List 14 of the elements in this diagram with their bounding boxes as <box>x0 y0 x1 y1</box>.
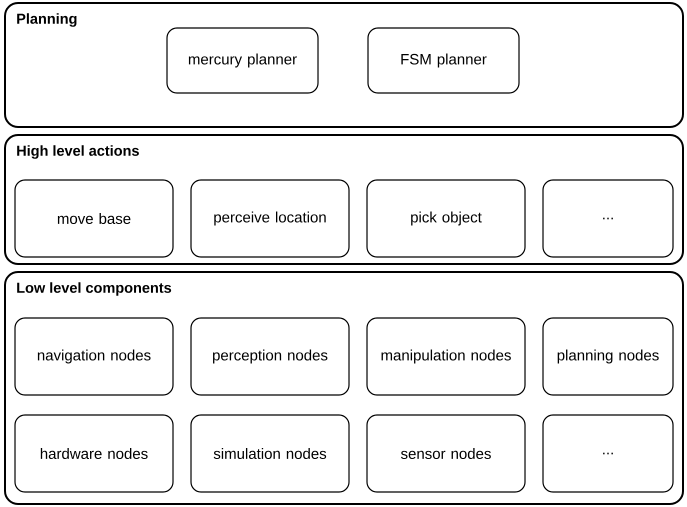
component-box: FSM planner <box>367 27 520 94</box>
component-box: planning nodes <box>542 317 674 396</box>
component-box: move base <box>14 179 174 258</box>
component-box: manipulation nodes <box>366 317 526 396</box>
component-box: ... <box>542 414 674 493</box>
component-box: simulation nodes <box>190 414 350 493</box>
component-box: navigation nodes <box>14 317 174 396</box>
component-box: perceive location <box>190 179 350 258</box>
component-box: hardware nodes <box>14 414 174 493</box>
component-box: pick object <box>366 179 526 258</box>
component-box: ... <box>542 179 674 258</box>
component-box: sensor nodes <box>366 414 526 493</box>
component-box: perception nodes <box>190 317 350 396</box>
component-box: mercury planner <box>166 27 319 94</box>
